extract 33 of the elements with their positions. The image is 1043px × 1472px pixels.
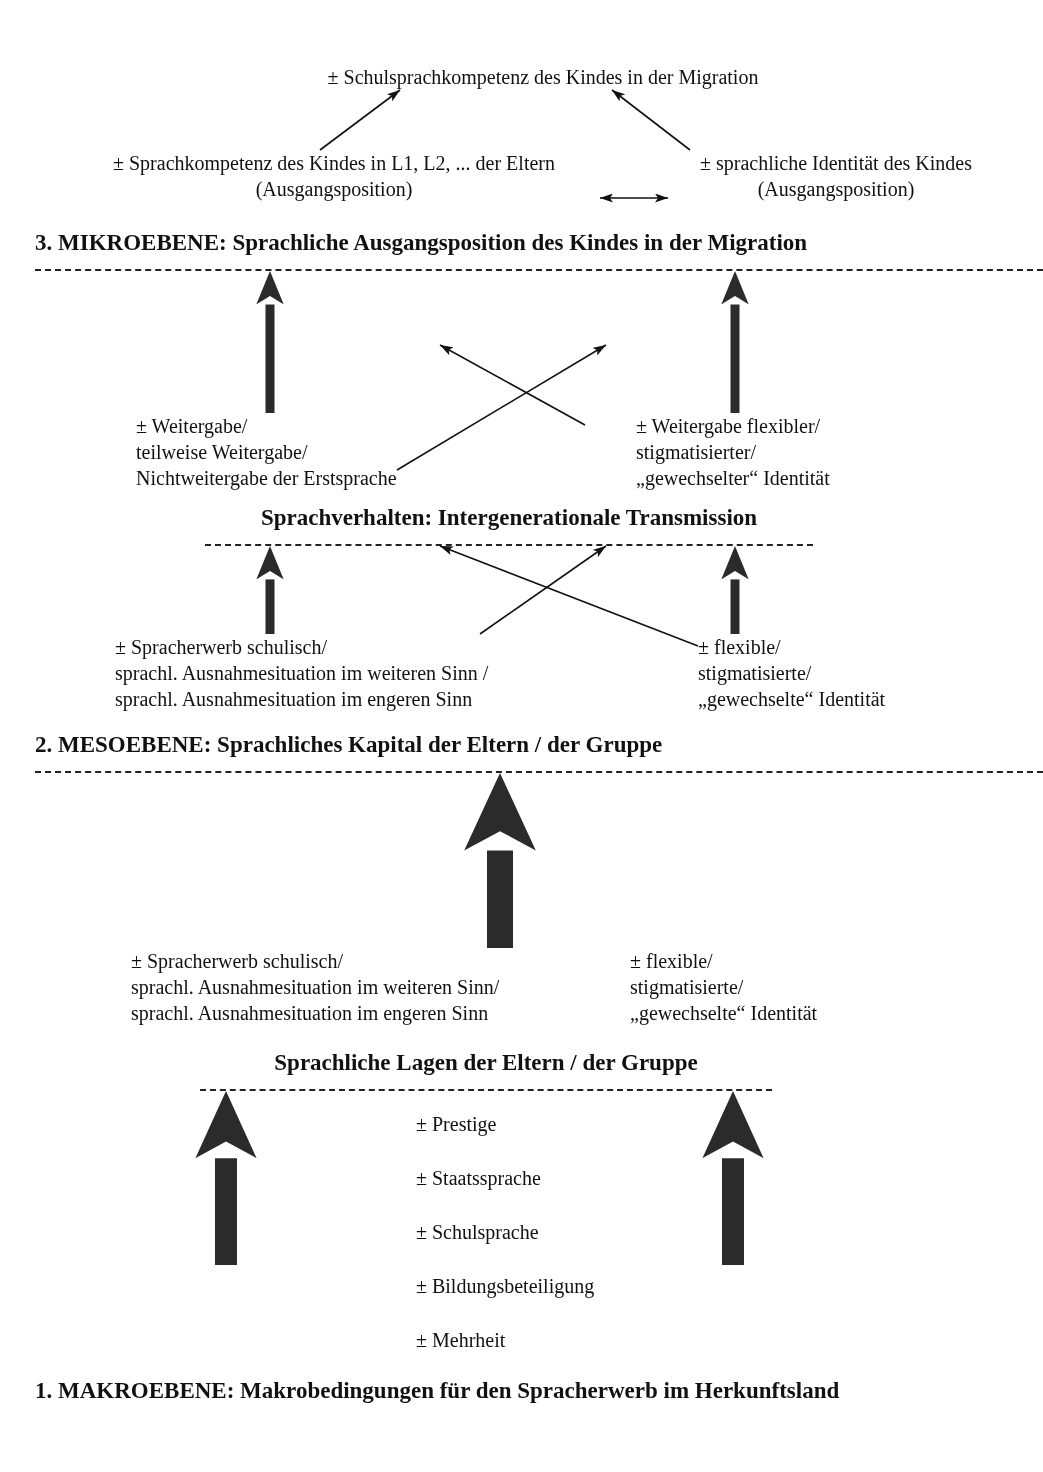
arrow: [599, 193, 669, 203]
level-heading: Sprachverhalten: Intergenerationale Transmission: [205, 504, 813, 546]
level-heading: 1. MAKROEBENE: Makrobedingungen für den Spracherwerb im Herkunftsland: [35, 1378, 840, 1404]
factor-label: ± Staatssprache: [416, 1166, 541, 1191]
arrow: [396, 344, 607, 471]
factor-label: ± Prestige: [416, 1112, 497, 1137]
arrow: [479, 545, 607, 635]
level-heading: 2. MESOEBENE: Sprachliches Kapital der Eltern / der Gruppe: [35, 731, 1043, 773]
text-label: ± sprachliche Identität des Kindes (Ausgangsposition): [668, 150, 1004, 202]
factor-label: ± Mehrheit: [416, 1328, 506, 1353]
text-label: ± Schulsprachkompetenz des Kindes in der Migration: [283, 64, 803, 90]
text-label: ± Weitergabe flexibler/ stigmatisierter/ „gewechselter“ Identität: [585, 413, 885, 491]
arrow: [464, 773, 536, 948]
arrow: [721, 546, 749, 634]
text-label: ± flexible/ stigmatisierte/ „gewechselte“ Identität: [698, 634, 886, 712]
arrow: [256, 271, 284, 413]
arrow: [319, 89, 401, 151]
arrow: [611, 89, 691, 151]
level-heading: 3. MIKROEBENE: Sprachliche Ausgangsposition des Kindes in der Migration: [35, 229, 1043, 271]
factor-label: ± Bildungsbeteiligung: [416, 1274, 595, 1299]
arrow: [702, 1091, 764, 1265]
text-label: ± Weitergabe/ teilweise Weitergabe/ Nichtweitergabe der Erstsprache: [136, 413, 397, 491]
level-heading: Sprachliche Lagen der Eltern / der Gruppe: [200, 1049, 772, 1091]
text-label: ± Spracherwerb schulisch/ sprachl. Ausnahmesituation im weiteren Sinn / sprachl. Ausnahmesituation im engeren Sinn: [115, 634, 565, 712]
factor-label: ± Schulsprache: [416, 1220, 539, 1245]
text-label: ± Sprachkompetenz des Kindes in L1, L2, ... der Eltern (Ausgangsposition): [68, 150, 600, 202]
arrow: [721, 271, 749, 413]
arrow: [439, 344, 586, 426]
arrow: [256, 546, 284, 634]
arrow: [195, 1091, 257, 1265]
arrow: [439, 545, 699, 647]
text-label: ± flexible/ stigmatisierte/ „gewechselte“ Identität: [630, 948, 860, 1026]
text-label: ± Spracherwerb schulisch/ sprachl. Ausnahmesituation im weiteren Sinn/ sprachl. Ausnahmesituation im engeren Sinn: [131, 948, 576, 1026]
